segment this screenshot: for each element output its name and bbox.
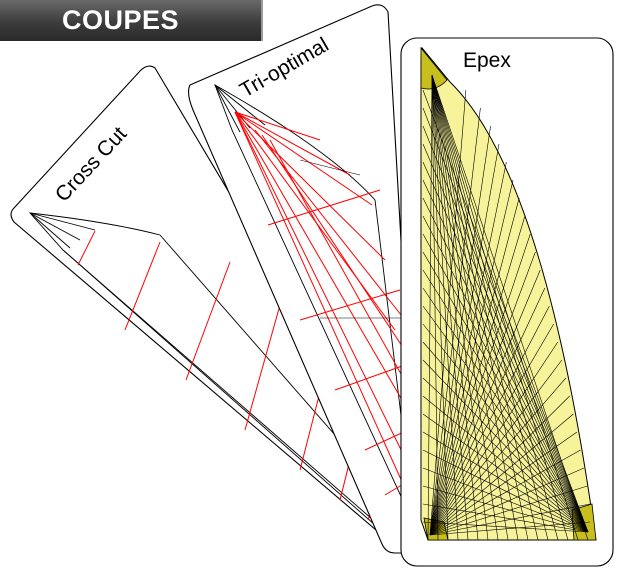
epex-load-line — [431, 74, 489, 541]
epex-load-line — [422, 467, 589, 533]
epex-load-line — [431, 74, 589, 541]
epex-load-line — [429, 341, 559, 536]
epex-seams — [422, 74, 591, 541]
title-banner: COUPES — [0, 0, 263, 41]
tri-optimal-radial-seam — [234, 111, 409, 496]
epex-load-line — [429, 287, 546, 536]
tri-optimal-radial-seam — [234, 111, 407, 461]
cross-cut-seam — [124, 241, 161, 331]
epex-load-line — [422, 359, 589, 533]
epex-load-line — [429, 431, 578, 536]
epex-load-line — [422, 143, 589, 533]
epex-load-line — [422, 395, 589, 533]
tri-optimal-radial-seam — [234, 111, 373, 206]
epex-load-line — [429, 449, 581, 536]
epex-load-line — [422, 215, 589, 533]
epex-load-line — [422, 341, 589, 533]
tri-optimal-panel-seam — [267, 189, 381, 226]
epex-load-line — [429, 143, 500, 536]
epex-load-line — [422, 449, 589, 533]
epex-load-line — [429, 305, 550, 536]
cross-cut-seams — [77, 230, 376, 521]
epex-load-line — [427, 74, 433, 541]
epex-load-line — [429, 197, 520, 536]
epex-load-line — [431, 74, 499, 541]
epex-load-line — [431, 74, 529, 541]
epex-load-line — [429, 125, 491, 536]
epex-load-line — [431, 74, 569, 541]
epex-load-line — [429, 359, 563, 536]
tri-optimal-panel-seam — [299, 289, 401, 321]
epex-load-line — [431, 74, 549, 541]
epex-load-line — [422, 197, 589, 533]
epex-load-line — [429, 251, 536, 536]
cross-cut-seam — [185, 261, 231, 381]
epex-load-line — [429, 395, 570, 536]
epex-load-line — [431, 74, 449, 541]
cross-cut-seam — [244, 304, 281, 431]
epex-load-line — [422, 503, 589, 533]
epex-load-line — [431, 74, 539, 541]
tri-optimal-radial-seam — [234, 111, 351, 176]
epex-load-line — [422, 251, 589, 533]
epex-load-line — [422, 287, 589, 533]
tri-optimal-panel-seam — [334, 364, 406, 391]
epex-load-line — [431, 74, 519, 541]
tri-optimal-radial-seam — [234, 111, 321, 141]
epex-load-line — [422, 323, 589, 533]
epex-load-line — [422, 179, 589, 533]
tri-optimal-radial-seam — [234, 111, 403, 401]
epex-load-line — [422, 125, 589, 533]
epex-load-line — [431, 74, 479, 541]
epex-load-line — [431, 74, 439, 541]
epex-sail — [420, 46, 597, 541]
title-text: COUPES — [62, 5, 180, 35]
tri-optimal-card: Tri-optimal — [187, 4, 419, 554]
epex-load-line — [429, 485, 588, 536]
epex-load-line — [431, 74, 509, 541]
epex-load-line — [429, 161, 507, 536]
epex-load-line — [431, 74, 559, 541]
epex-load-line — [431, 74, 579, 541]
tri-optimal-radial-seam — [269, 139, 411, 391]
epex-load-line — [429, 323, 554, 536]
cross-cut-seam — [299, 391, 321, 471]
epex-load-line — [422, 521, 589, 533]
epex-card: Epex — [400, 37, 614, 567]
tri-optimal-panel-seam — [299, 159, 361, 176]
cross-cut-seam — [77, 230, 96, 266]
tri-optimal-seams — [234, 111, 411, 496]
epex-load-line — [431, 74, 459, 541]
epex-load-line — [429, 413, 574, 536]
tri-optimal-sail — [214, 83, 411, 507]
epex-load-line — [429, 503, 591, 536]
epex-load-line — [422, 233, 589, 533]
cross-cut-card: Cross Cut — [10, 65, 418, 536]
epex-label: Epex — [463, 49, 511, 72]
epex-load-line — [431, 74, 469, 541]
tri-optimal-radial-seam — [261, 134, 409, 356]
